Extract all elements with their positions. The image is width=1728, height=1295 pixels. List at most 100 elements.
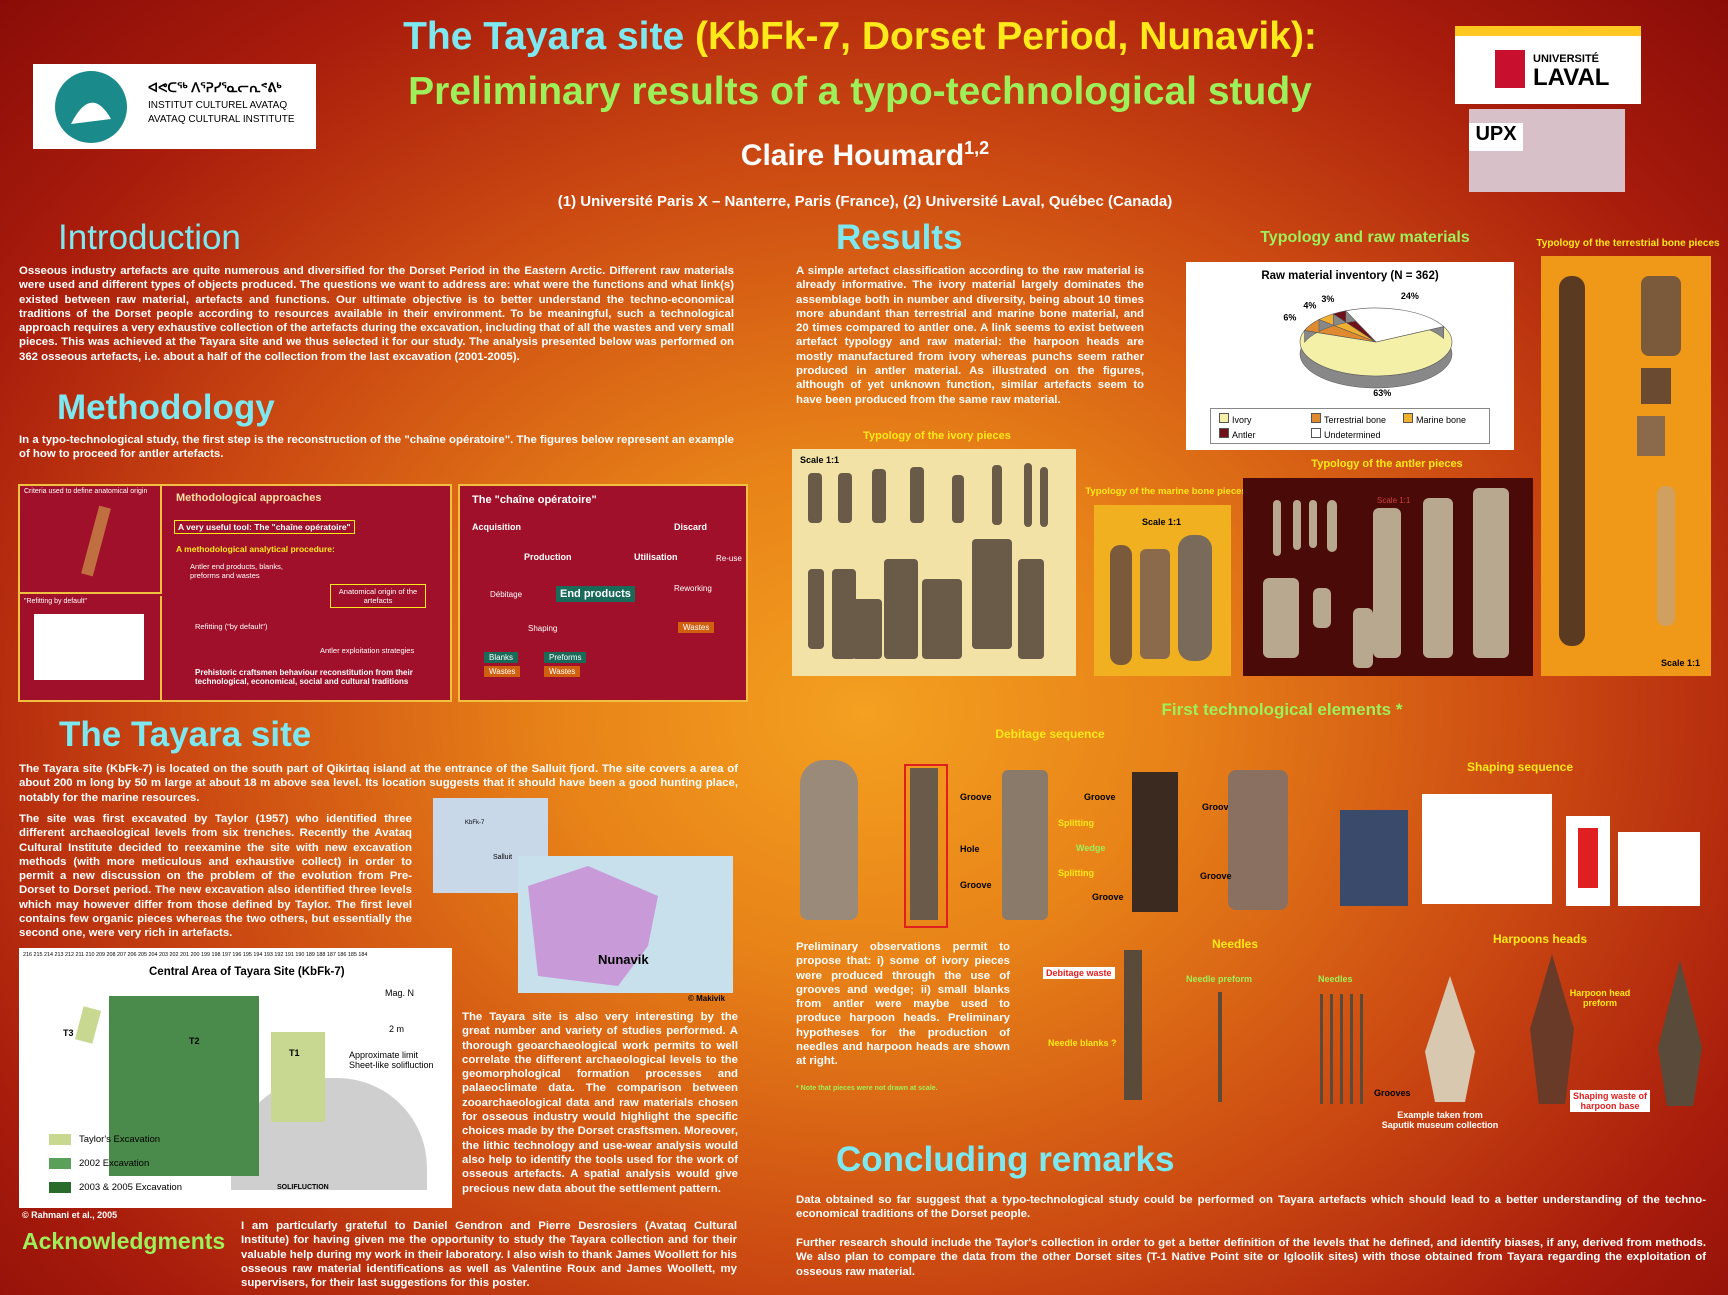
site-map: 216 215 214 213 212 211 210 209 208 207 … (19, 948, 452, 1208)
concluding-p2: Further research should include the Tayl… (796, 1237, 1706, 1278)
antler-products: Antler end products, blanks, preforms an… (190, 562, 283, 580)
pie-legend-item: Undetermined (1311, 428, 1381, 440)
pie-slice (1299, 326, 1453, 377)
debitage: Débitage (490, 590, 523, 599)
needle-blanks: Needle blanks ? (1048, 1038, 1117, 1048)
methodology-text: In a typo-technological study, the first… (19, 434, 734, 461)
terrestrial-title: Typology of the terrestrial bone pieces (1536, 238, 1720, 249)
laval-logo: UNIVERSITÉ LAVAL (1455, 26, 1641, 104)
poster-subtitle: Preliminary results of a typo-technologi… (408, 70, 1312, 113)
ivory-artefact (884, 559, 918, 659)
utilisation: Utilisation (634, 552, 678, 562)
avataq-fr: INSTITUT CULTUREL AVATAQ (148, 100, 288, 111)
legend-taylor: Taylor's Excavation (79, 1134, 161, 1145)
ivory-photo: Scale 1:1 (792, 449, 1076, 676)
pie-label: 3% (1321, 294, 1334, 304)
salluit-label: Salluit (493, 854, 513, 861)
solifluction-area (231, 1078, 427, 1190)
pie-legend-item: Antler (1219, 428, 1256, 440)
antler-artefact (1309, 500, 1317, 548)
ivory-artefact (852, 599, 882, 659)
pie-legend-item: Ivory (1219, 413, 1252, 425)
shaping: Shaping (528, 624, 558, 633)
ivory-artefact (838, 473, 852, 523)
pie-slice (1345, 307, 1445, 343)
grid-top: 216 215 214 213 212 211 210 209 208 207 … (23, 952, 368, 958)
author-name: Claire Houmard (740, 139, 965, 172)
tech-note: * Note that pieces were not drawn at sca… (796, 1085, 938, 1092)
acquisition: Acquisition (472, 522, 521, 532)
marine-scale: Scale 1:1 (1142, 517, 1182, 527)
antler-scale: Scale 1:1 (1377, 496, 1411, 505)
antler-artefact (1273, 500, 1281, 556)
shaping-photo-2 (1566, 816, 1610, 906)
debitage-seq-title: Debitage sequence (995, 727, 1105, 741)
legend-swatch (1219, 413, 1229, 423)
methodology-panel: Criteria used to define anatomical origi… (18, 484, 452, 702)
tusk-highlight (904, 764, 948, 928)
wedge-label: Wedge (1076, 843, 1106, 853)
pie-label: 24% (1401, 292, 1419, 301)
refitting-box: "Refitting by default" (20, 596, 162, 700)
ivory-artefact (992, 465, 1002, 525)
antler-artefact (1327, 500, 1337, 552)
excavation-area (109, 996, 259, 1176)
legend-swatch-2002 (49, 1158, 71, 1169)
criteria-box: Criteria used to define anatomical origi… (20, 486, 162, 594)
reindeer-photo (1340, 810, 1408, 906)
antler-title: Typology of the antler pieces (1311, 458, 1463, 470)
antler-artefact (1473, 488, 1509, 658)
acknowledgments-text: I am particularly grateful to Daniel Gen… (241, 1220, 737, 1290)
shaping-photo-1 (1422, 794, 1552, 904)
ivory-artefact (1040, 467, 1048, 527)
kbfk-label: KbFk-7 (465, 820, 485, 826)
affiliations: (1) Université Paris X – Nanterre, Paris… (557, 193, 1173, 210)
reworking: Reworking (674, 584, 712, 593)
pie-label: 63% (1373, 388, 1391, 398)
terrestrial-photo: Scale 1:1 (1541, 256, 1711, 676)
shaping-seq-title: Shaping sequence (1466, 760, 1574, 774)
limit-label: Approximate limit Sheet-like solifluctio… (349, 1050, 434, 1070)
groove-2: Groove (960, 880, 992, 890)
pie-label: 6% (1283, 313, 1296, 323)
legend-label: Antler (1232, 430, 1256, 440)
preforms: Preforms (544, 652, 587, 663)
pie-legend-item: Terrestrial bone (1311, 413, 1386, 425)
results-heading: Results (836, 218, 963, 257)
harpoons-title: Harpoons heads (1492, 932, 1588, 946)
concluding-p1: Data obtained so far suggest that a typo… (796, 1194, 1706, 1221)
laval-shield-icon (1495, 50, 1525, 88)
groove-3: Groove (1084, 792, 1116, 802)
results-text: A simple artefact classification accordi… (796, 265, 1144, 406)
pie-label: 4% (1303, 300, 1316, 310)
nunavik-label: Nunavik (598, 952, 649, 967)
solifluction-label: SOLIFLUCTION (277, 1184, 329, 1191)
ivory-artefact (872, 469, 886, 523)
needle-preform: Needle preform (1186, 974, 1253, 984)
legend-2002: 2002 Excavation (79, 1158, 150, 1169)
splitting-2: Splitting (1058, 868, 1094, 878)
shaping-photo-3 (1618, 832, 1700, 906)
t3-label: T3 (63, 1028, 74, 1038)
antler-artefact (1293, 500, 1301, 550)
typology-title: Typology and raw materials (1260, 229, 1470, 246)
ivory-artefact (1018, 559, 1044, 659)
t3-area (74, 1006, 102, 1044)
chart-title: Raw material inventory (N = 362) (1261, 270, 1439, 282)
chaine-title: The "chaîne opératoire" (472, 494, 597, 506)
production: Production (524, 552, 572, 562)
antler-artefact (1313, 588, 1331, 628)
ivory-title: Typology of the ivory pieces (863, 430, 1011, 442)
poster-title: The Tayara site (KbFk-7, Dorset Period, … (300, 14, 1420, 60)
ivory-artefact (808, 473, 822, 523)
pie-chart-box: Raw material inventory (N = 362) 63% 6% 4%… (1186, 262, 1514, 450)
makivik-credit: © Makivik (688, 994, 726, 1003)
title-part1: The Tayara site (403, 15, 685, 58)
upx-logo: UPX (1469, 109, 1625, 192)
concluding-heading: Concluding remarks (836, 1140, 1175, 1179)
blanks: Blanks (484, 652, 519, 663)
methodology-heading: Methodology (57, 388, 275, 427)
refit-default: Refitting ("by default") (195, 622, 268, 631)
map-north: Mag. N (385, 988, 415, 998)
